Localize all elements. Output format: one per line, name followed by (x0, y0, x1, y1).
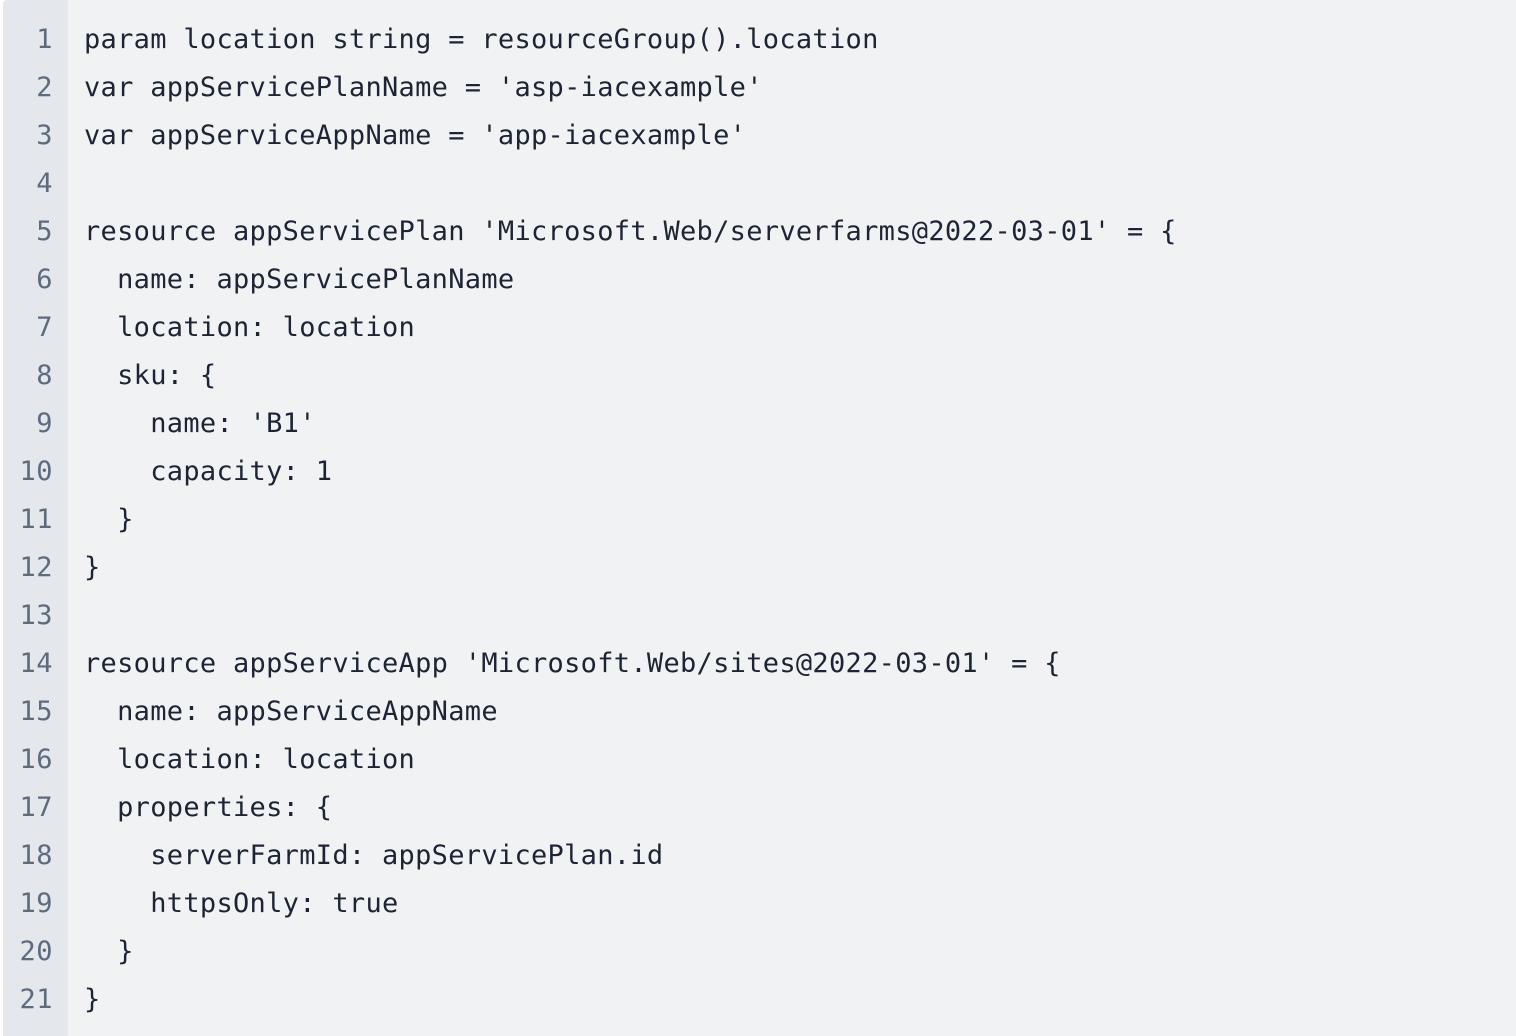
line-number: 15 (19, 695, 53, 727)
line-code[interactable]: } (84, 935, 134, 967)
code-line: 4 (3, 159, 1516, 207)
line-number: 18 (19, 839, 53, 871)
line-number-gutter (3, 0, 68, 1036)
line-code[interactable]: location: location (84, 311, 416, 343)
code-line: 2 var appServicePlanName = 'asp-iacexampl… (3, 63, 1516, 111)
line-code[interactable]: param location string = resourceGroup().… (84, 23, 879, 55)
code-line: 17 properties: { (3, 783, 1516, 831)
line-code[interactable]: } (84, 983, 101, 1015)
line-number: 12 (19, 551, 53, 583)
code-line: 12} (3, 543, 1516, 591)
line-number: 7 (36, 311, 53, 343)
line-number: 14 (19, 647, 53, 679)
code-line: 5 resource appServicePlan 'Microsoft.Web/… (3, 207, 1516, 255)
line-code[interactable]: name: 'B1' (84, 407, 316, 439)
code-line: 7 location: location (3, 303, 1516, 351)
code-line: 3 var appServiceAppName = 'app-iacexample… (3, 111, 1516, 159)
line-code[interactable]: location: location (84, 743, 416, 775)
line-number: 13 (19, 599, 53, 631)
line-number: 9 (36, 407, 53, 439)
line-number: 3 (36, 119, 53, 151)
code-line: 19 httpsOnly: true (3, 879, 1516, 927)
code-block: 1 param location string = resourceGroup()… (3, 0, 1516, 1036)
line-code[interactable]: resource appServiceApp 'Microsoft.Web/si… (84, 647, 1061, 679)
line-code[interactable]: properties: { (84, 791, 333, 823)
line-number: 21 (19, 983, 53, 1015)
line-code[interactable]: name: appServicePlanName (84, 263, 515, 295)
line-number: 11 (19, 503, 53, 535)
line-code[interactable]: sku: { (84, 359, 217, 391)
line-number: 10 (19, 455, 53, 487)
code-line: 21} (3, 975, 1516, 1023)
line-number: 1 (36, 23, 53, 55)
code-line: 14 resource appServiceApp 'Microsoft.Web/… (3, 639, 1516, 687)
line-number: 8 (36, 359, 53, 391)
code-line: 6 name: appServicePlanName (3, 255, 1516, 303)
line-code[interactable]: httpsOnly: true (84, 887, 399, 919)
line-number: 6 (36, 263, 53, 295)
line-code[interactable]: capacity: 1 (84, 455, 333, 487)
code-line: 9 name: 'B1' (3, 399, 1516, 447)
code-line: 10 capacity: 1 (3, 447, 1516, 495)
line-number: 5 (36, 215, 53, 247)
code-line: 16 location: location (3, 735, 1516, 783)
line-number: 20 (19, 935, 53, 967)
code-line: 15 name: appServiceAppName (3, 687, 1516, 735)
line-number: 17 (19, 791, 53, 823)
line-code[interactable]: var appServicePlanName = 'asp-iacexample… (84, 71, 763, 103)
code-line: 1 param location string = resourceGroup()… (3, 15, 1516, 63)
line-number: 4 (36, 167, 53, 199)
line-number: 19 (19, 887, 53, 919)
code-line: 13 (3, 591, 1516, 639)
code-line: 8 sku: { (3, 351, 1516, 399)
code-lines: 1 param location string = resourceGroup()… (3, 15, 1516, 1023)
line-code[interactable]: serverFarmId: appServicePlan.id (84, 839, 664, 871)
line-number: 2 (36, 71, 53, 103)
line-number: 16 (19, 743, 53, 775)
code-line: 20 } (3, 927, 1516, 975)
line-code[interactable]: name: appServiceAppName (84, 695, 498, 727)
code-line: 11 } (3, 495, 1516, 543)
line-code[interactable]: } (84, 503, 134, 535)
code-line: 18 serverFarmId: appServicePlan.id (3, 831, 1516, 879)
line-code[interactable]: } (84, 551, 101, 583)
line-code[interactable]: var appServiceAppName = 'app-iacexample' (84, 119, 747, 151)
line-code[interactable]: resource appServicePlan 'Microsoft.Web/s… (84, 215, 1177, 247)
